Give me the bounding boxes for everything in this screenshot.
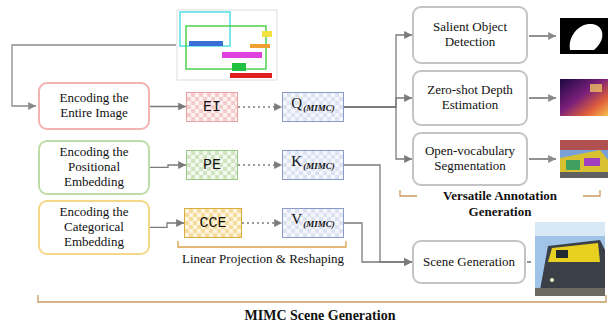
connector <box>150 165 186 167</box>
attention-box: Q(MIMC) <box>282 92 344 122</box>
group-label: Versatile Annotation Generation <box>417 188 583 219</box>
node-text: V <box>291 211 302 228</box>
node-text: Encoding the Positional Embedding <box>45 145 143 190</box>
encoder-box: Encoding the Entire Image <box>38 82 150 130</box>
node-text: Encoding the Entire Image <box>45 91 143 121</box>
task-box: Scene Generation <box>412 240 526 284</box>
connector <box>344 35 412 107</box>
embedding-box: PE <box>186 150 238 180</box>
connector <box>344 107 412 159</box>
group-label: MIMC Scene Generation <box>242 308 399 325</box>
node-text: PE <box>203 157 221 174</box>
output-arrow <box>527 261 531 262</box>
attention-box: V(MIMC) <box>282 208 344 238</box>
train-image <box>535 222 605 296</box>
node-text: Zero-shot Depth Estimation <box>420 83 520 113</box>
connector <box>344 165 412 262</box>
connector <box>150 223 184 227</box>
output-arrow <box>529 97 556 98</box>
connector <box>150 106 186 107</box>
node-text: Q <box>291 95 302 112</box>
node-text: Scene Generation <box>423 255 515 270</box>
connector <box>238 164 282 165</box>
node-text: Salient Object Detection <box>420 20 520 50</box>
group-label: Linear Projection & Reshaping <box>168 251 358 267</box>
encoder-box: Encoding the Positional Embedding <box>38 140 150 195</box>
task-box: Salient Object Detection <box>412 6 528 64</box>
subscript: (MIMC) <box>303 161 335 171</box>
output-arrow <box>529 158 556 159</box>
node-text: Open-vocabulary Segmentation <box>420 144 520 174</box>
connector <box>344 223 412 262</box>
connector <box>344 98 412 107</box>
mask-image <box>560 18 608 54</box>
layout-illustration <box>177 10 277 80</box>
segmentation-image <box>560 140 608 178</box>
attention-box: K(MIMC) <box>282 150 344 180</box>
bracket <box>178 241 346 247</box>
bracket <box>38 295 606 302</box>
subscript: (MIMC) <box>303 219 335 229</box>
encoder-box: Encoding the Categorical Embedding <box>38 200 150 255</box>
task-box: Zero-shot Depth Estimation <box>412 70 528 126</box>
node-text: EI <box>203 99 221 116</box>
node-text: Encoding the Categorical Embedding <box>45 205 143 250</box>
subscript: (MIMC) <box>303 103 335 113</box>
embedding-box: CCE <box>184 208 242 238</box>
node-text: CCE <box>199 215 226 232</box>
embedding-box: EI <box>186 92 238 122</box>
depth-image <box>560 79 608 116</box>
connector <box>242 222 282 223</box>
output-arrow <box>529 35 556 36</box>
connector <box>238 106 282 107</box>
node-text: K <box>291 153 302 170</box>
task-box: Open-vocabulary Segmentation <box>412 132 528 186</box>
